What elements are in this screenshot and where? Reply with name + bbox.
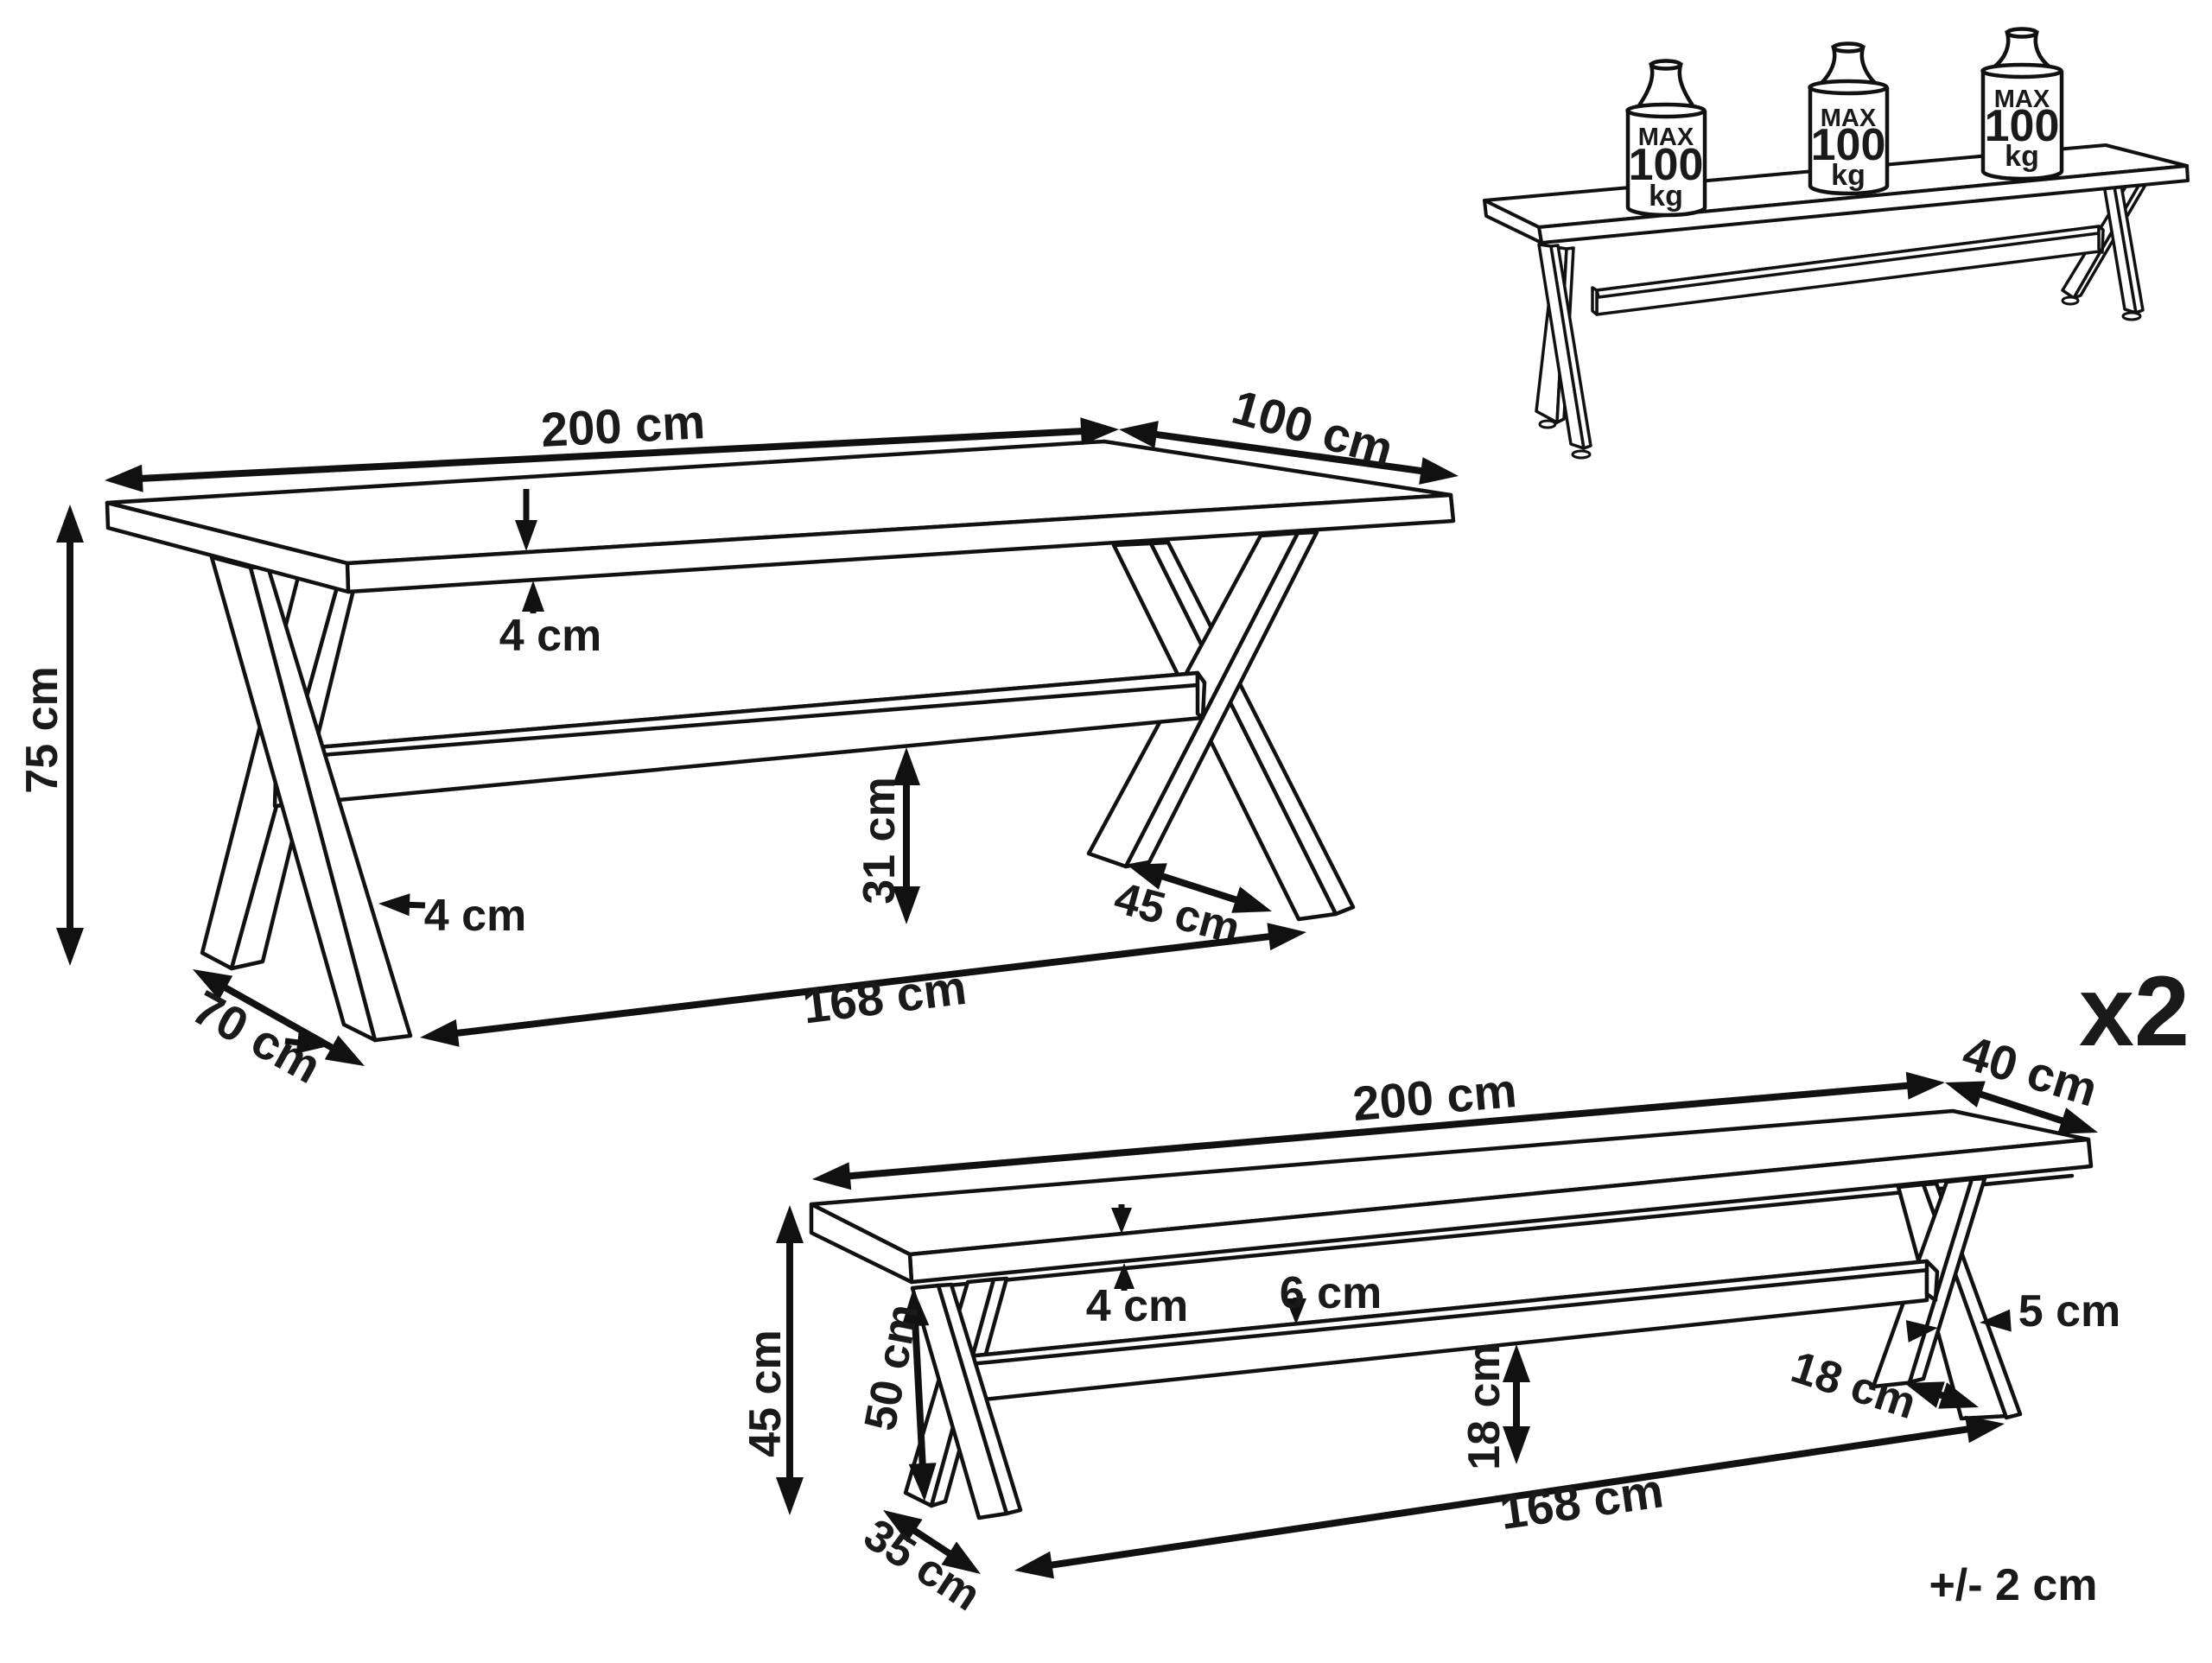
- svg-text:kg: kg: [1649, 180, 1683, 213]
- svg-text:200 cm: 200 cm: [539, 394, 706, 457]
- svg-text:x2: x2: [2079, 956, 2190, 1067]
- svg-text:+/- 2 cm: +/- 2 cm: [1929, 1560, 2097, 1610]
- svg-text:75 cm: 75 cm: [17, 666, 67, 793]
- svg-text:4 cm: 4 cm: [499, 611, 602, 661]
- svg-text:31 cm: 31 cm: [855, 777, 905, 904]
- svg-text:kg: kg: [2005, 140, 2039, 173]
- svg-text:18 cm: 18 cm: [1459, 1342, 1510, 1469]
- svg-text:6 cm: 6 cm: [1280, 1268, 1382, 1318]
- svg-text:4 cm: 4 cm: [424, 891, 527, 941]
- svg-text:45 cm: 45 cm: [741, 1330, 791, 1457]
- svg-text:kg: kg: [1831, 159, 1866, 192]
- svg-text:5 cm: 5 cm: [2018, 1286, 2121, 1336]
- svg-text:4 cm: 4 cm: [1086, 1281, 1189, 1331]
